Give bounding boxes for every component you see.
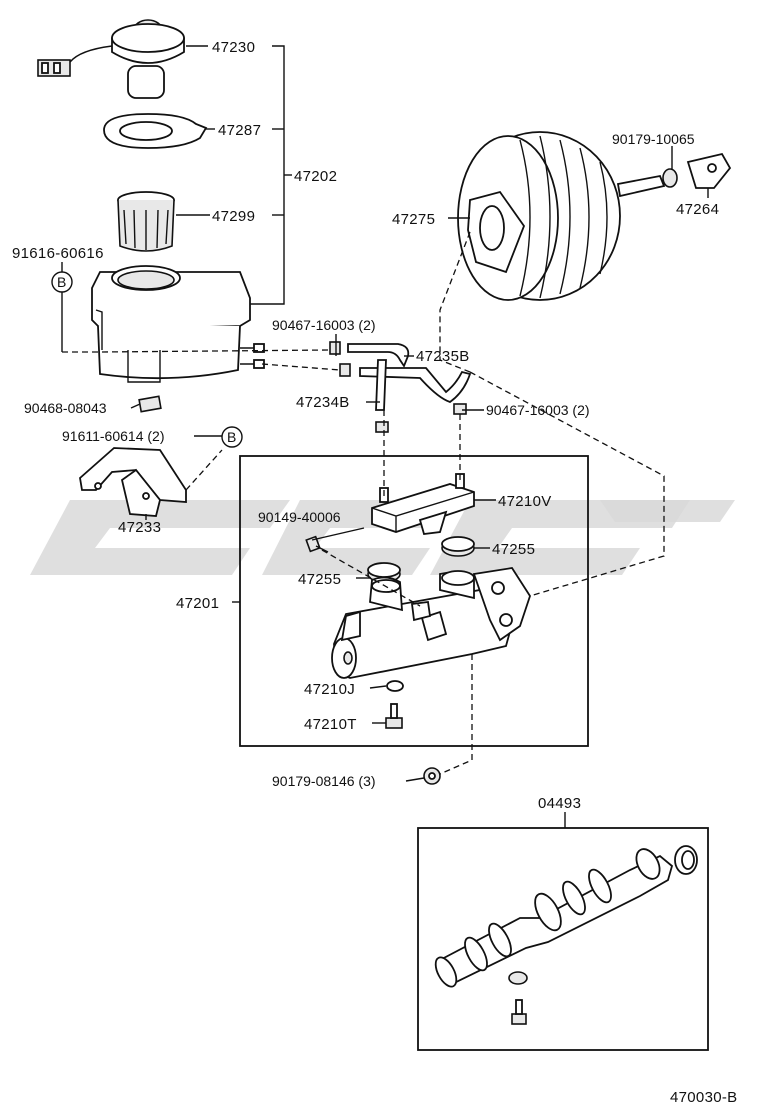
strainer bbox=[117, 191, 175, 252]
label-circle-b2: B bbox=[227, 429, 236, 445]
figure-code: 470030-B bbox=[670, 1089, 737, 1106]
label-47255-a: 47255 bbox=[492, 541, 535, 558]
label-47202: 47202 bbox=[294, 168, 337, 185]
bolt-90149 bbox=[305, 535, 329, 553]
label-90149-40006: 90149-40006 bbox=[258, 509, 341, 525]
label-47230: 47230 bbox=[212, 39, 255, 56]
leader-lines bbox=[61, 45, 709, 828]
clip-90468 bbox=[138, 395, 162, 413]
label-90179-10065: 90179-10065 bbox=[612, 131, 695, 147]
label-47210j: 47210J bbox=[304, 681, 355, 698]
ref-circle-b-left bbox=[51, 271, 73, 293]
screw-47210t bbox=[385, 703, 403, 729]
washer-47210j bbox=[386, 680, 404, 692]
label-47287: 47287 bbox=[218, 122, 261, 139]
dashed-lines bbox=[62, 231, 665, 775]
label-47264: 47264 bbox=[676, 201, 719, 218]
label-90179-08146: 90179-08146 (3) bbox=[272, 773, 376, 789]
label-04493: 04493 bbox=[538, 795, 581, 812]
label-47235b: 47235B bbox=[416, 348, 470, 365]
brake-booster bbox=[457, 131, 666, 301]
label-90468-08043: 90468-08043 bbox=[24, 400, 107, 416]
label-47234b: 47234B bbox=[296, 394, 350, 411]
label-47210t: 47210T bbox=[304, 716, 357, 733]
label-91616-60616: 91616-60616 bbox=[12, 245, 104, 262]
watermark-logo bbox=[30, 500, 735, 575]
label-47255-b: 47255 bbox=[298, 571, 341, 588]
bracket-47233 bbox=[79, 447, 187, 517]
label-circle-b1: B bbox=[57, 274, 66, 290]
hoses bbox=[329, 341, 472, 433]
grommet-47255a-top bbox=[441, 536, 475, 552]
reservoir-cap-sensor bbox=[37, 19, 185, 99]
label-90467-a: 90467-16003 (2) bbox=[272, 317, 376, 333]
master-cylinder-body bbox=[331, 567, 531, 679]
gasket bbox=[103, 113, 208, 149]
nut-90179-08146 bbox=[423, 767, 441, 785]
reservoir-tank bbox=[91, 265, 265, 383]
ref-circle-b-right bbox=[221, 426, 243, 448]
repair-kit-box bbox=[417, 827, 709, 1051]
master-cylinder-box bbox=[239, 455, 589, 747]
label-47275: 47275 bbox=[392, 211, 435, 228]
label-47299: 47299 bbox=[212, 208, 255, 225]
repair-kit-parts bbox=[434, 845, 698, 1025]
label-47210v: 47210V bbox=[498, 493, 552, 510]
grommet-47255b-top bbox=[367, 562, 401, 578]
label-90467-b: 90467-16003 (2) bbox=[486, 402, 590, 418]
label-91611-60614: 91611-60614 (2) bbox=[62, 428, 164, 444]
label-47201: 47201 bbox=[176, 595, 219, 612]
label-47233: 47233 bbox=[118, 519, 161, 536]
clevis-47264 bbox=[662, 152, 732, 189]
